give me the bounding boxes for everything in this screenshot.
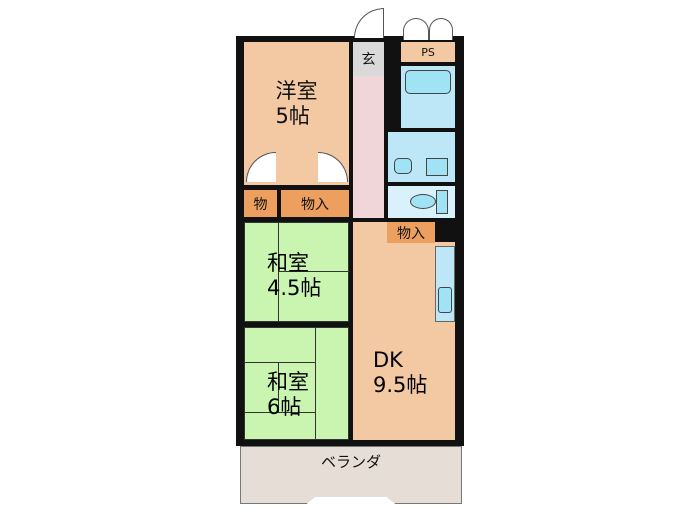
dk-name: DK [373,348,403,372]
entrance: 玄 [353,42,384,76]
toilet-icon [410,194,436,209]
inner-wall [435,220,455,242]
entrance-label: 玄 [361,52,376,68]
bathtub-icon [405,70,451,94]
closet-1-label: 物入 [301,196,329,213]
storage-small[interactable]: 物 [244,190,277,217]
dk-size: 9.5帖 [373,373,428,397]
japanese-room-1-name: 和室 [267,251,309,275]
closet-2-label: 物入 [397,225,425,242]
balcony: ベランダ [240,446,462,504]
washroom [388,132,455,182]
ps-label: PS [421,45,435,59]
japanese-room-2-name: 和室 [267,370,309,394]
washing-machine-icon [426,158,448,176]
storage-small-label: 物 [253,196,268,213]
kitchen-counter [435,246,455,322]
western-room-name: 洋室 [275,78,318,103]
toilet [388,186,455,218]
sink-icon [394,158,412,174]
ps-door[interactable] [403,18,429,40]
bathroom [401,66,455,128]
closet-2[interactable]: 物入 [387,222,435,243]
balcony-label: ベランダ [320,453,381,471]
closet-1[interactable]: 物入 [281,190,349,217]
ps-door-2[interactable] [429,18,453,40]
japanese-room-2-size: 6帖 [267,395,302,419]
ps: PS [401,42,455,62]
stove-icon [438,287,452,313]
japanese-room-1-size: 4.5帖 [267,276,322,300]
western-room-size: 5帖 [275,103,310,128]
entrance-door[interactable] [354,8,384,38]
